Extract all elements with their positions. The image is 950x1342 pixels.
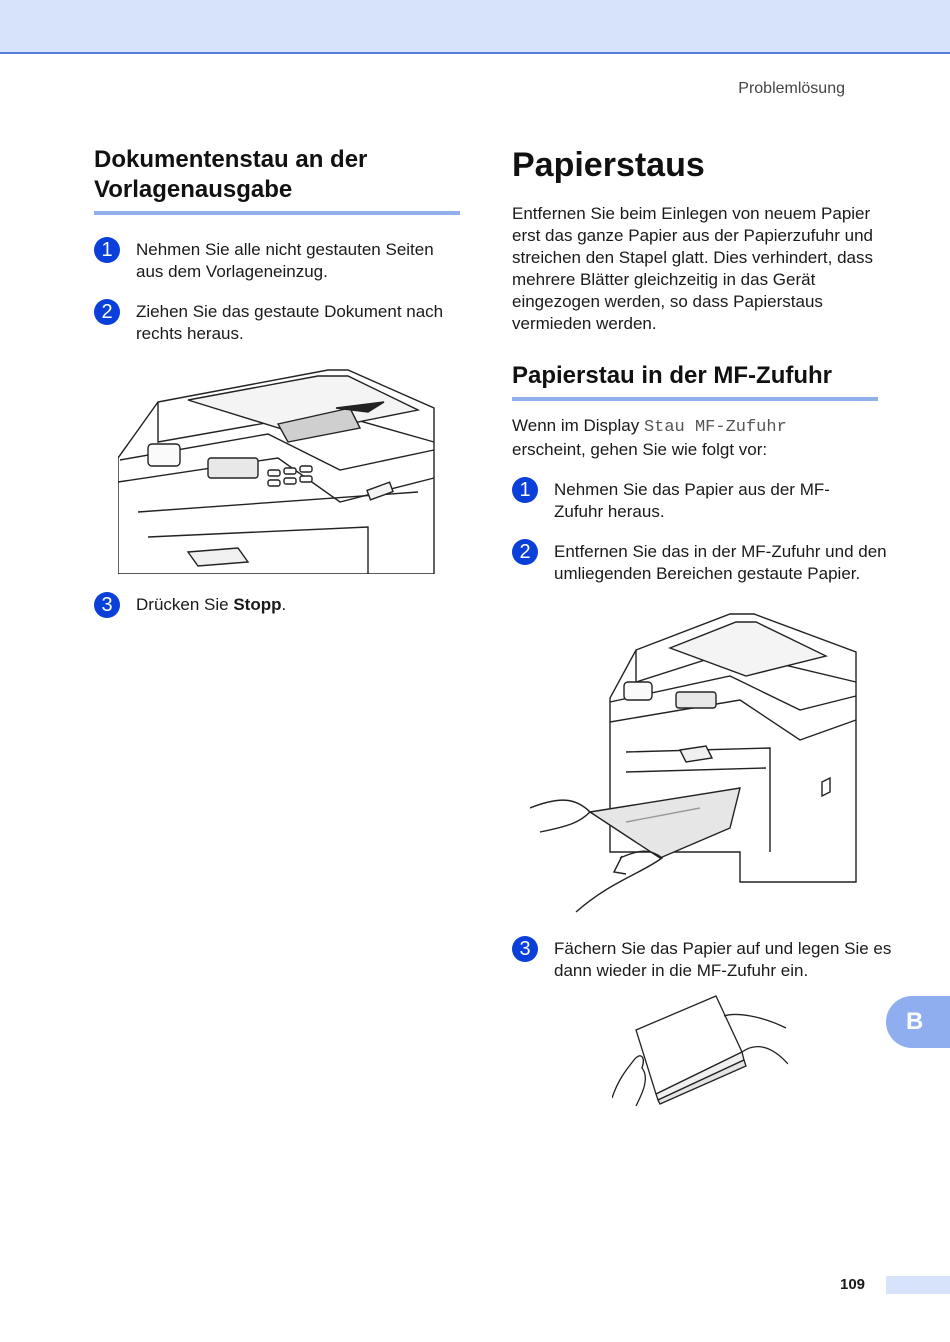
step-number-badge: 1: [512, 477, 538, 503]
step-text-suffix: .: [281, 595, 287, 614]
step-2: 2 Entfernen Sie das in der MF-Zufuhr und…: [512, 539, 894, 585]
step-number-badge: 3: [512, 936, 538, 962]
step-text: Fächern Sie das Papier auf und legen Sie…: [554, 939, 892, 980]
lcd-message: Stau MF-Zufuhr: [643, 418, 787, 437]
fanning-paper-illustration: [612, 995, 788, 1107]
step-text: Nehmen Sie das Papier aus der MF-Zufuhr …: [554, 480, 830, 521]
mf-tray-jam-illustration: [530, 613, 857, 913]
stopp-key-label: Stopp: [233, 595, 282, 614]
display-suffix: erscheint, gehen Sie wie folgt vor:: [512, 440, 768, 459]
step-number-badge: 3: [94, 592, 120, 618]
step-3: 3 Drücken Sie Stopp.: [94, 592, 502, 618]
printer-adf-illustration: [118, 369, 435, 574]
step-3: 3 Fächern Sie das Papier auf und legen S…: [512, 936, 920, 982]
step-number-badge: 2: [512, 539, 538, 565]
section-heading-mf-jam: Papierstau in der MF-Zufuhr: [512, 362, 833, 389]
heading-rule: [94, 211, 460, 215]
chapter-tab: B: [886, 996, 950, 1048]
step-1: 1 Nehmen Sie das Papier aus der MF-Zufuh…: [512, 477, 874, 523]
step-number-badge: 1: [94, 237, 120, 263]
intro-paragraph: Entfernen Sie beim Einlegen von neuem Pa…: [512, 204, 874, 333]
step-text: Nehmen Sie alle nicht gestauten Seiten a…: [136, 240, 434, 281]
page-title: Papierstaus: [512, 146, 705, 184]
right-column: Papierstaus Entfernen Sie beim Einlegen …: [512, 145, 887, 585]
left-column: Dokumentenstau an der Vorlagenausgabe 1 …: [94, 145, 460, 345]
page-number: 109: [840, 1276, 866, 1293]
step-text-prefix: Drücken Sie: [136, 595, 234, 614]
header-band: [0, 0, 950, 54]
display-prefix: Wenn im Display: [512, 416, 644, 435]
display-instruction: Wenn im Display Stau MF-Zufuhr erscheint…: [512, 415, 878, 461]
step-text: Ziehen Sie das gestaute Dokument nach re…: [136, 302, 444, 343]
heading-rule: [512, 397, 878, 401]
step-2: 2 Ziehen Sie das gestaute Dokument nach …: [94, 299, 466, 345]
step-1: 1 Nehmen Sie alle nicht gestauten Seiten…: [94, 237, 460, 283]
footer-band: [886, 1276, 950, 1294]
step-number-badge: 2: [94, 299, 120, 325]
running-head: Problemlösung: [738, 80, 845, 97]
section-heading-document-jam: Dokumentenstau an der Vorlagenausgabe: [94, 146, 368, 203]
step-text: Entfernen Sie das in der MF-Zufuhr und d…: [554, 542, 887, 583]
